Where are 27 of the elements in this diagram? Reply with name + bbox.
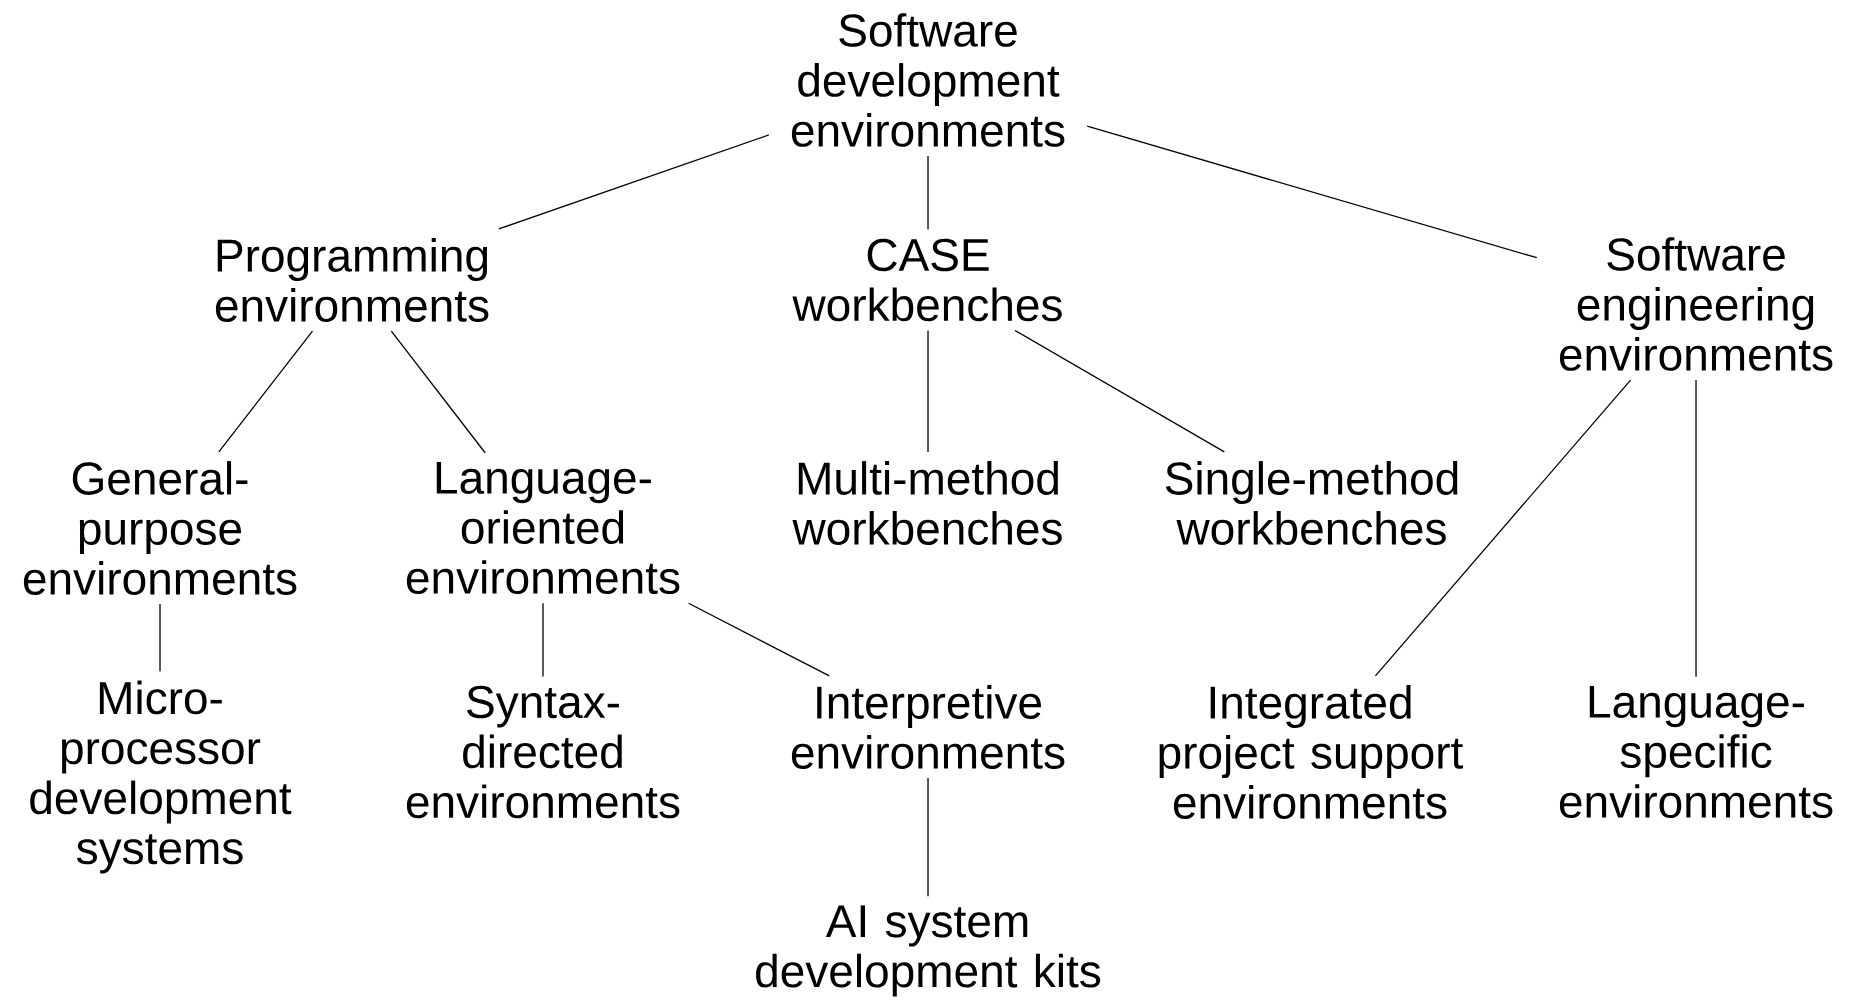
connector-line: [1695, 379, 1697, 678]
node-text: Software development environments: [791, 13, 1065, 147]
node-text: AI system development kits: [756, 905, 1101, 997]
node-text: Micro-processor development systems: [30, 680, 292, 874]
node-text: Syntax-directed environments: [406, 685, 680, 819]
connector-line: [687, 602, 830, 677]
node-text: Language-oriented environments: [406, 461, 680, 595]
node-text: Software engineering environments: [1559, 237, 1833, 371]
node-text: Multi-method workbenches: [792, 461, 1062, 545]
node-text: General-purpose environments: [23, 461, 297, 595]
node-text: Interpretive environments: [791, 685, 1065, 769]
connector-line: [218, 330, 314, 453]
connector-line: [1086, 125, 1538, 259]
connector-line: [159, 603, 161, 672]
node-text: Language-specific environments: [1559, 685, 1833, 819]
node-text: Integrated project support environments: [1159, 685, 1463, 819]
connector-line: [542, 602, 544, 678]
connector-line: [390, 330, 486, 454]
connector-line: [927, 777, 929, 897]
connector-line: [498, 134, 770, 230]
node-text: Programming environments: [215, 238, 489, 322]
connector-line: [1374, 379, 1632, 677]
node-text: Single-method workbenches: [1165, 461, 1458, 545]
connector-line: [927, 155, 929, 231]
connector-line: [1014, 329, 1225, 453]
connector-line: [927, 329, 929, 453]
node-text: CASE workbenches: [792, 238, 1062, 322]
